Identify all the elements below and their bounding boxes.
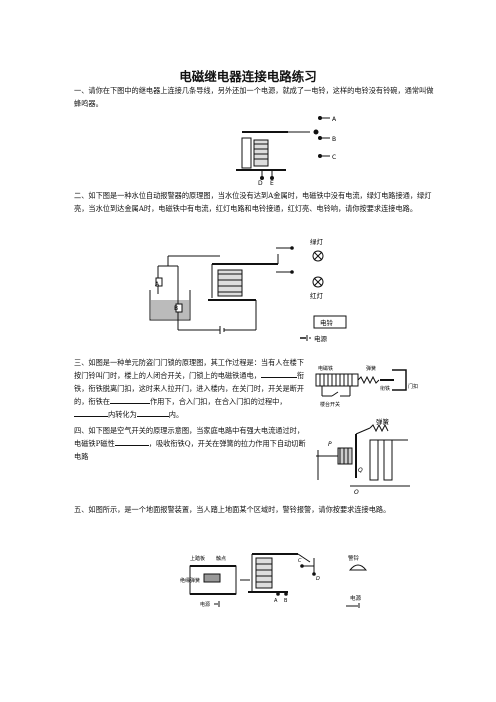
label-b: B: [284, 598, 288, 604]
label-spring: 弹簧: [366, 365, 376, 372]
label-c: C: [298, 558, 302, 564]
answer-blank-5[interactable]: [114, 437, 149, 446]
answer-blank-4[interactable]: [136, 408, 169, 417]
label-power-source-1: 电源: [200, 601, 210, 608]
label-power-source-2: 电源: [350, 594, 362, 602]
label-o: O: [354, 489, 359, 496]
label-d: D: [316, 576, 320, 582]
label-power-source: 电源: [314, 334, 328, 343]
relay-diagram-q1: A B C D E: [236, 116, 337, 186]
label-green-light: 绿灯: [310, 237, 324, 246]
label-a: A: [274, 598, 278, 604]
spring: [369, 423, 389, 433]
answer-blank-3[interactable]: [74, 408, 108, 417]
floor-alarm-diagram: 上踏板 触点 绝缘弹簧 电源 警铃 电源 A B C D: [180, 553, 368, 608]
label-b: B: [174, 305, 178, 312]
label-b: B: [332, 136, 336, 143]
label-red-light: 红灯: [310, 291, 324, 300]
label-electromagnet: 电磁铁: [318, 365, 333, 372]
alarm-bell: [348, 564, 368, 571]
label-q: Q: [358, 467, 363, 474]
air-switch-diagram: 弹簧 P Q O: [316, 417, 410, 496]
label-insulating-spring: 绝缘弹簧: [180, 577, 200, 584]
water-level-alarm-diagram: A B 绿灯 红灯 电铃 电源: [149, 237, 347, 343]
question-3-text: 三、如图是一种单元防盗门门锁的原理图，其工作过程是：当有人在楼下按门铃叫门时，楼…: [74, 358, 305, 419]
label-contact: 触点: [216, 555, 226, 562]
question-1-text: 一、请你在下图中的继电器上连接几条导线，另外还加一个电源，就成了一电铃，这样的电…: [74, 86, 434, 108]
label-alarm-bell: 警铃: [348, 554, 360, 562]
label-pedal: 上踏板: [190, 555, 205, 562]
bell-box: [313, 315, 347, 329]
label-a: A: [155, 281, 160, 288]
electromagnet: [255, 557, 273, 589]
answer-blank-2[interactable]: [109, 395, 150, 404]
spring: [357, 375, 380, 385]
label-armature: 衔铁: [380, 385, 390, 392]
question-4-text: 四、如下图是空气开关的原理示意图，当家庭电路中有强大电流通过时，电磁铁P磁性，吸…: [74, 426, 306, 461]
answer-blank-1[interactable]: [260, 369, 297, 378]
label-a: A: [332, 116, 337, 123]
label-latch: 门扣: [408, 383, 418, 390]
door-lock-diagram: 电磁铁 弹簧 衔铁 门扣 楼台开关: [315, 365, 418, 408]
label-spring: 弹簧: [376, 417, 390, 426]
page-title: 电磁继电器连接电路练习: [179, 69, 317, 84]
latch: [392, 369, 407, 391]
question-2-text: 二、如下图是一种水位自动报警器的原理图，当水位没有达到A金属时，电磁铁中没有电流…: [74, 191, 432, 213]
contact: [203, 573, 221, 583]
label-bell: 电铃: [320, 318, 334, 327]
question-5-text: 五、如图所示，是一个地面报警装置，当人踏上地面某个区域时，警铃报警，请你按要求连…: [74, 505, 391, 514]
label-d: D: [258, 180, 263, 186]
label-p: P: [328, 441, 332, 448]
relay-frame: [241, 137, 252, 169]
label-e: E: [270, 180, 274, 186]
label-switch: 楼台开关: [320, 401, 340, 408]
label-c: C: [332, 154, 336, 161]
